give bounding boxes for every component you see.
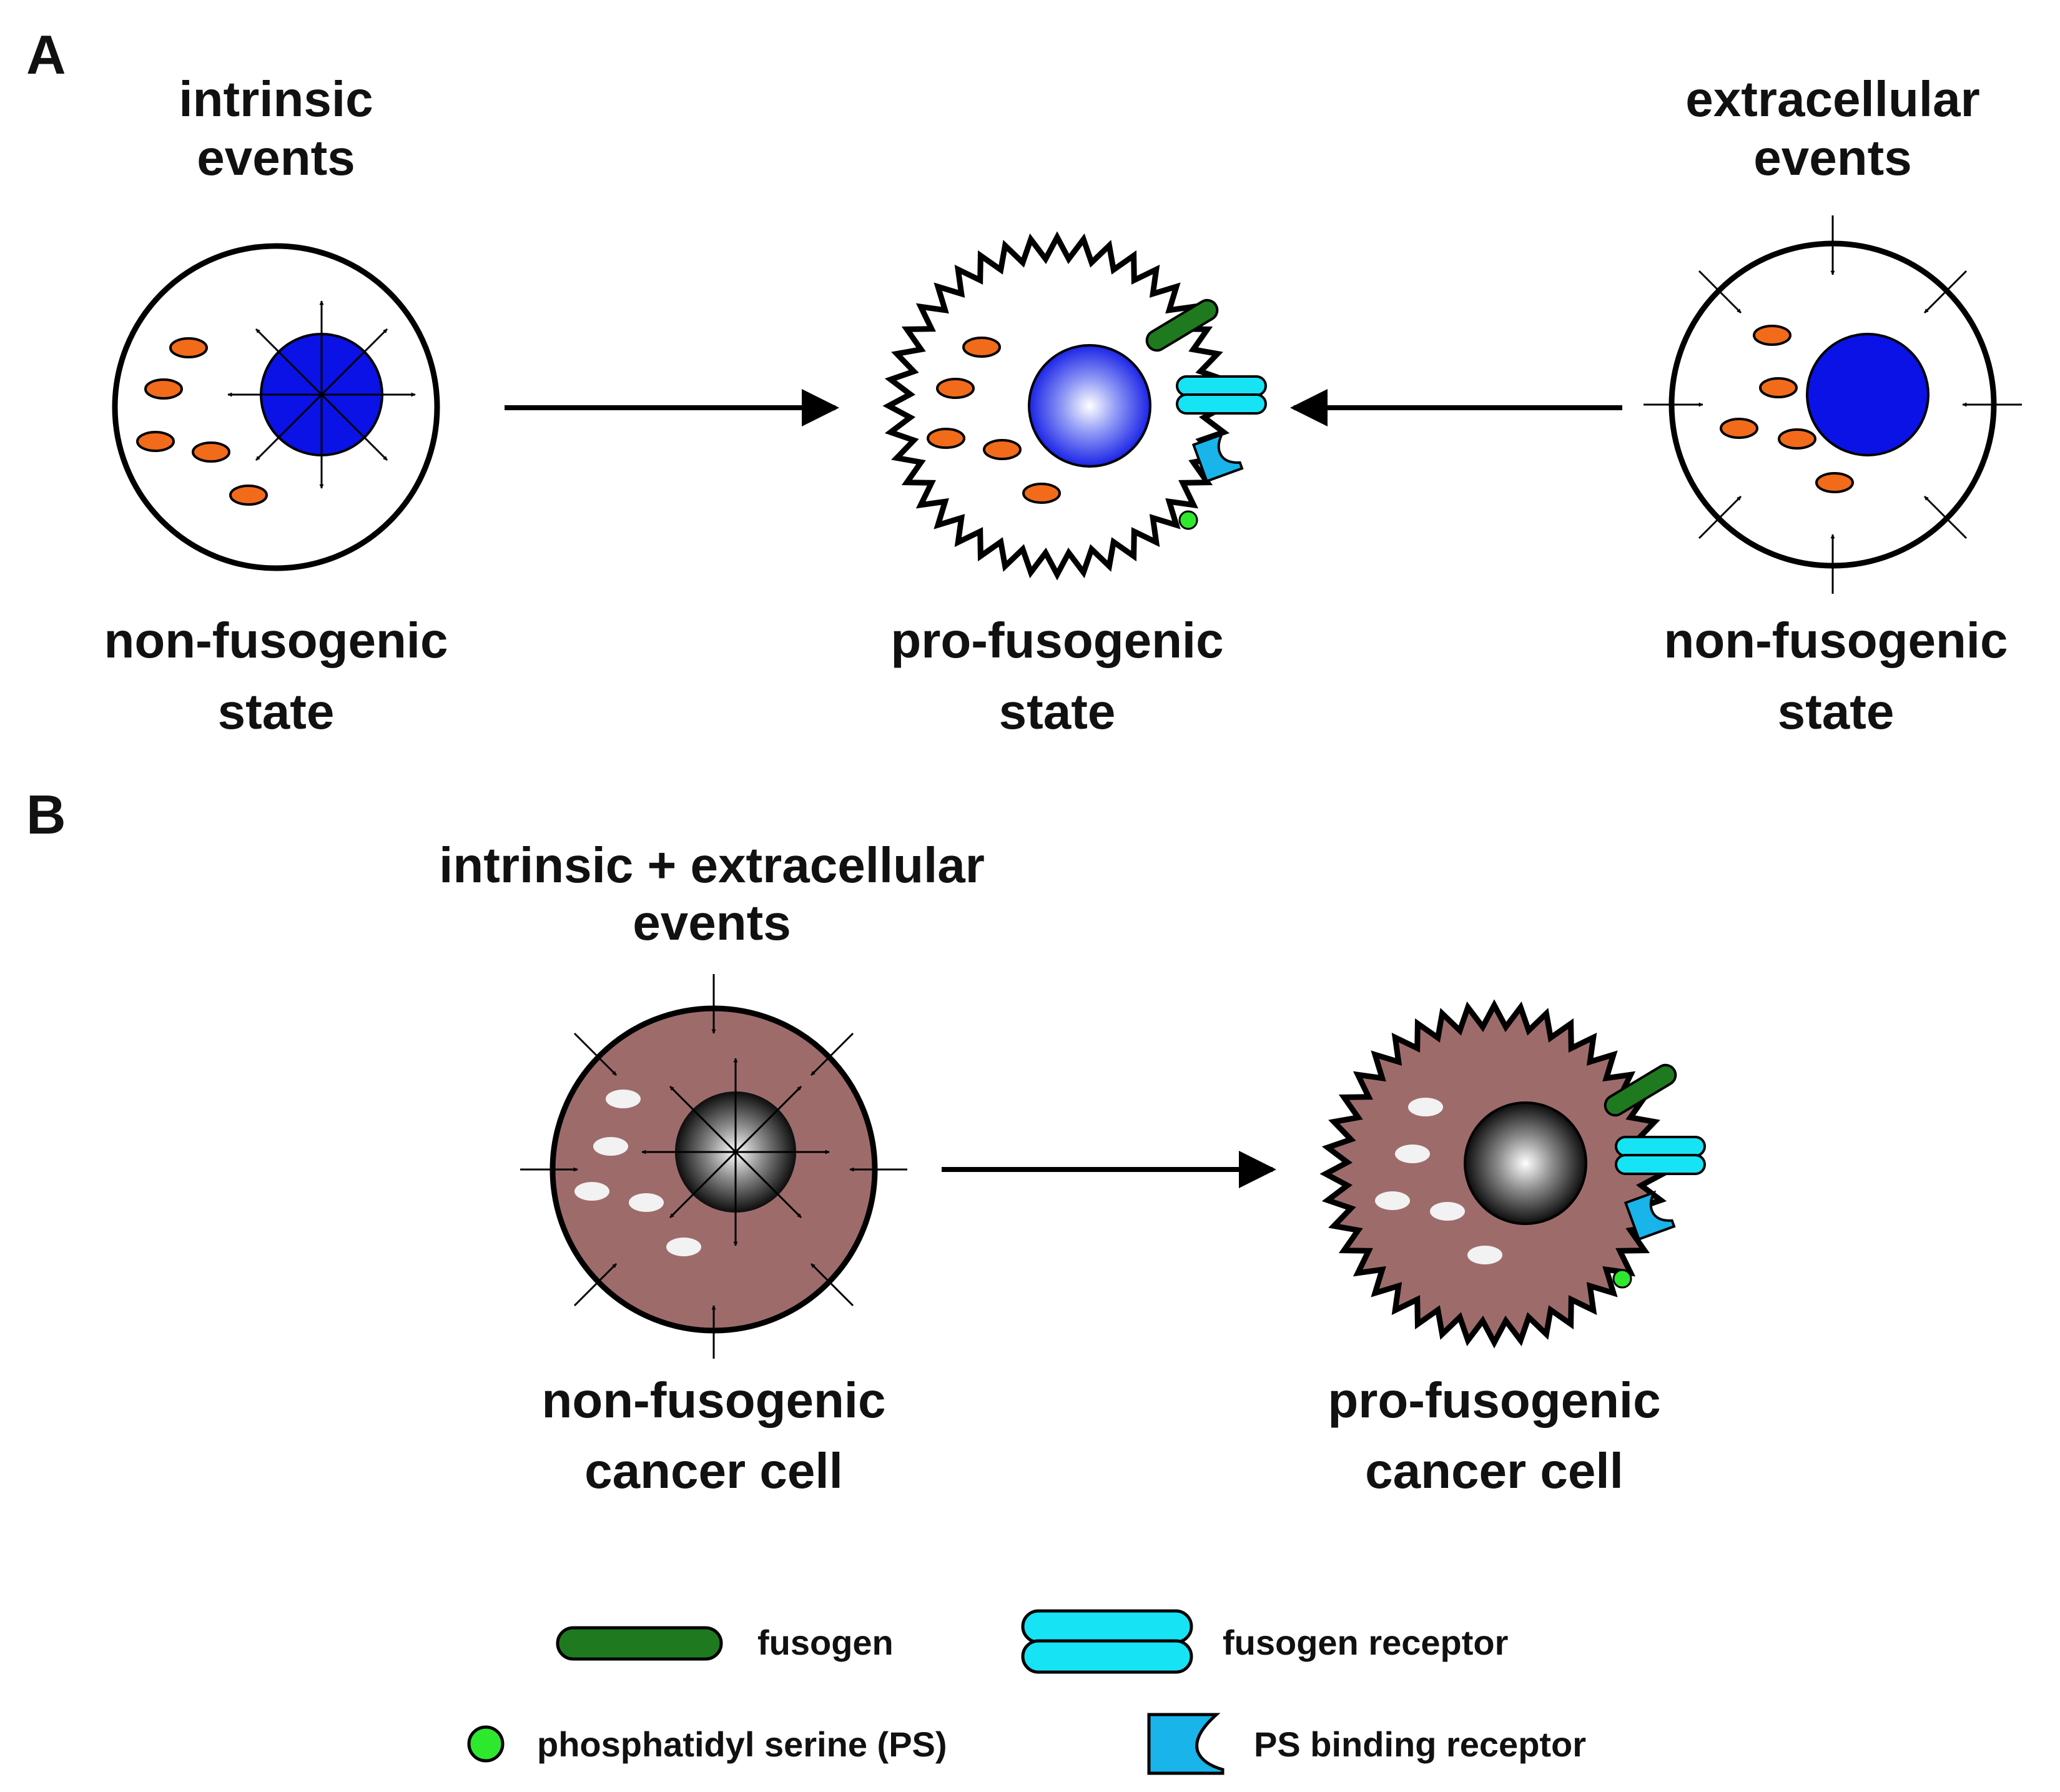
legend-label-fusogen-receptor: fusogen receptor xyxy=(1223,1623,1508,1662)
legend-label-ps-receptor: PS binding receptor xyxy=(1254,1725,1586,1764)
fusogen-swatch xyxy=(556,1626,723,1661)
ps-swatch xyxy=(467,1725,505,1763)
cell-a-profusogenic xyxy=(882,231,1267,581)
organelles xyxy=(1720,325,1854,493)
caption-nonfusogenic-left-line1: non-fusogenic xyxy=(104,613,448,668)
legend-label-fusogen: fusogen xyxy=(757,1623,894,1662)
ps-binding-receptor xyxy=(1191,432,1244,483)
ps-binding-receptor xyxy=(1624,1190,1676,1241)
caption-nonfusogenic-cancer-line1: non-fusogenic xyxy=(541,1372,885,1428)
extracellular-heading-line2: events xyxy=(1753,130,1911,185)
fusogen xyxy=(1604,1063,1677,1117)
nucleus xyxy=(1806,333,1929,456)
legend-item-fusogen-receptor: fusogen receptor xyxy=(1021,1609,1508,1674)
panel-label-b: B xyxy=(26,784,66,845)
caption-nonfusogenic-right-line1: non-fusogenic xyxy=(1663,613,2008,668)
intrinsic-heading-line2: events xyxy=(197,130,355,185)
nucleus xyxy=(1028,344,1151,468)
outward-arrows xyxy=(641,1058,830,1246)
combined-heading-line2: events xyxy=(633,895,791,950)
panel-label-a: A xyxy=(26,24,66,86)
caption-nonfusogenic-left-line2: state xyxy=(218,684,335,739)
cancer-cell-nonfusogenic xyxy=(520,974,907,1359)
nucleus xyxy=(1464,1101,1587,1225)
cancer-cell-profusogenic xyxy=(1319,999,1706,1349)
fusogen-receptor-swatch-top xyxy=(1021,1609,1193,1644)
fusogen-receptor xyxy=(1176,375,1267,415)
inward-arrows xyxy=(520,974,907,1359)
organelles xyxy=(927,337,1061,504)
fusogen-receptor xyxy=(1615,1136,1706,1175)
inward-arrows xyxy=(1644,215,2022,594)
organelles xyxy=(574,1090,701,1256)
outward-arrows xyxy=(227,300,416,489)
legend-item-ps: phosphatidyl serine (PS) xyxy=(467,1725,947,1764)
fusogen-receptor-swatch-bottom xyxy=(1021,1639,1193,1674)
caption-profusogenic-line2: state xyxy=(999,684,1116,739)
intrinsic-heading-line1: intrinsic xyxy=(179,71,373,127)
extracellular-heading-line1: extracellular xyxy=(1685,71,1979,127)
cell-a-intrinsic xyxy=(112,243,440,571)
phosphatidyl-serine xyxy=(1612,1269,1632,1289)
caption-nonfusogenic-cancer-line2: cancer cell xyxy=(584,1443,843,1499)
caption-nonfusogenic-right-line2: state xyxy=(1778,684,1895,739)
organelles xyxy=(136,337,268,506)
cell-a-extracellular xyxy=(1644,215,2022,594)
combined-heading-line1: intrinsic + extracellular xyxy=(439,837,985,893)
legend-item-ps-receptor: PS binding receptor xyxy=(1147,1713,1586,1775)
organelles xyxy=(1375,1098,1502,1264)
legend-item-fusogen: fusogen xyxy=(556,1623,894,1662)
legend-label-ps: phosphatidyl serine (PS) xyxy=(537,1725,947,1764)
caption-profusogenic-cancer-line2: cancer cell xyxy=(1365,1443,1624,1499)
fusogen xyxy=(1145,298,1219,352)
ps-receptor-swatch xyxy=(1147,1713,1225,1775)
phosphatidyl-serine xyxy=(1178,510,1198,530)
caption-profusogenic-line1: pro-fusogenic xyxy=(890,613,1223,668)
caption-profusogenic-cancer-line1: pro-fusogenic xyxy=(1328,1372,1660,1428)
legend: fusogen fusogen receptor phosphatidyl se… xyxy=(467,1609,1586,1775)
